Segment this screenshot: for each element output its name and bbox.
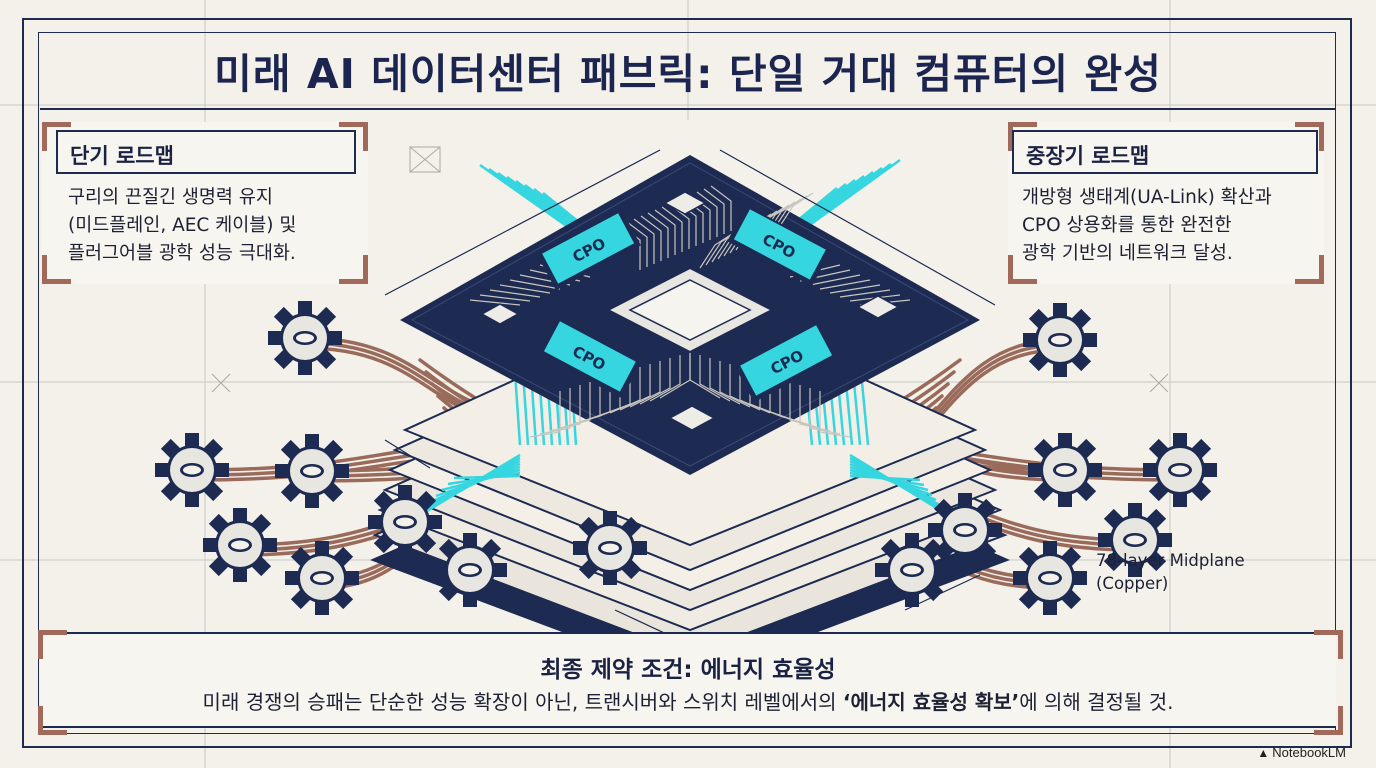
short-term-heading: 단기 로드맵 (56, 130, 356, 174)
corner-bracket (1008, 255, 1037, 284)
gear-icon (573, 511, 647, 585)
corner-bracket (38, 706, 67, 735)
text-line: (미드플레인, AEC 케이블) 및 (68, 215, 297, 236)
text-line: CPO 상용화를 통한 완전한 (1022, 215, 1232, 236)
cpo-chip: CPO (537, 318, 639, 399)
brand-logo-icon: ▲ (1257, 746, 1270, 760)
text-line: 개방형 생태계(UA-Link) 확산과 (1022, 187, 1272, 208)
text-line: 구리의 끈질긴 생명력 유지 (68, 187, 273, 208)
gear-icon (875, 533, 949, 607)
gear-icon (268, 301, 342, 375)
midplane-label: 78-layer Midplane (Copper) (1096, 549, 1245, 595)
corner-bracket (1008, 122, 1037, 151)
cpo-chip: CPO (727, 206, 829, 287)
midplane-stack (370, 298, 1010, 680)
page-title: 미래 AI 데이터센터 패브릭: 단일 거대 컴퓨터의 완성 (214, 50, 1162, 98)
corner-bracket (339, 122, 368, 151)
corner-bracket (1295, 255, 1324, 284)
center-processor (605, 266, 775, 354)
final-text-after: 에 의해 결정될 것. (1019, 690, 1174, 714)
gear-icon (368, 485, 442, 559)
outer-frame (22, 18, 1352, 748)
mid-long-term-roadmap-card: 중장기 로드맵 개방형 생태계(UA-Link) 확산과 CPO 상용화를 통한… (1008, 122, 1324, 284)
corner-bracket (42, 255, 71, 284)
final-text-before: 미래 경쟁의 승패는 단순한 성능 확장이 아닌, 트랜시버와 스위치 레벨에서… (202, 690, 843, 714)
title-divider (40, 108, 1336, 110)
final-text: 미래 경쟁의 승패는 단순한 성능 확장이 아닌, 트랜시버와 스위치 레벨에서… (40, 686, 1336, 715)
final-text-emphasis: ‘에너지 효율성 확보’ (842, 690, 1020, 714)
mid-long-term-text: 개방형 생태계(UA-Link) 확산과 CPO 상용화를 통한 완전한 광학 … (1022, 184, 1272, 268)
cpo-chip: CPO (737, 322, 839, 403)
text-line: 광학 기반의 네트워크 달성. (1022, 243, 1233, 264)
brand-watermark: ▲NotebookLM (1257, 745, 1346, 760)
gear-icon (928, 493, 1002, 567)
gear-icon (285, 541, 359, 615)
gear-icon (433, 533, 507, 607)
gear-icon (1013, 541, 1087, 615)
midplane-label-line1: 78-layer Midplane (1096, 551, 1245, 570)
midplane-label-line2: (Copper) (1096, 574, 1169, 593)
corner-bracket (339, 255, 368, 284)
final-heading: 최종 제약 조건: 에너지 효율성 (540, 657, 836, 683)
corner-bracket (42, 122, 71, 151)
short-term-text: 구리의 끈질긴 생명력 유지 (미드플레인, AEC 케이블) 및 플러그어블 … (68, 184, 296, 268)
gear-icon (1028, 433, 1102, 507)
brand-label: NotebookLM (1272, 745, 1346, 760)
cpo-chip: CPO (539, 210, 641, 291)
inner-frame (38, 32, 1336, 734)
text-line: 플러그어블 광학 성능 극대화. (68, 243, 296, 264)
mid-long-term-heading: 중장기 로드맵 (1012, 130, 1318, 174)
gear-icon (155, 433, 229, 507)
final-constraint-card (40, 632, 1336, 728)
short-term-roadmap-card: 단기 로드맵 구리의 끈질긴 생명력 유지 (미드플레인, AEC 케이블) 및… (42, 122, 368, 284)
gear-icon (203, 508, 277, 582)
gear-icon (1143, 433, 1217, 507)
corner-bracket (1295, 122, 1324, 151)
gear-icon (1023, 303, 1097, 377)
gear-icon (275, 434, 349, 508)
corner-bracket (1314, 706, 1343, 735)
corner-bracket (38, 630, 67, 659)
corner-bracket (1314, 630, 1343, 659)
